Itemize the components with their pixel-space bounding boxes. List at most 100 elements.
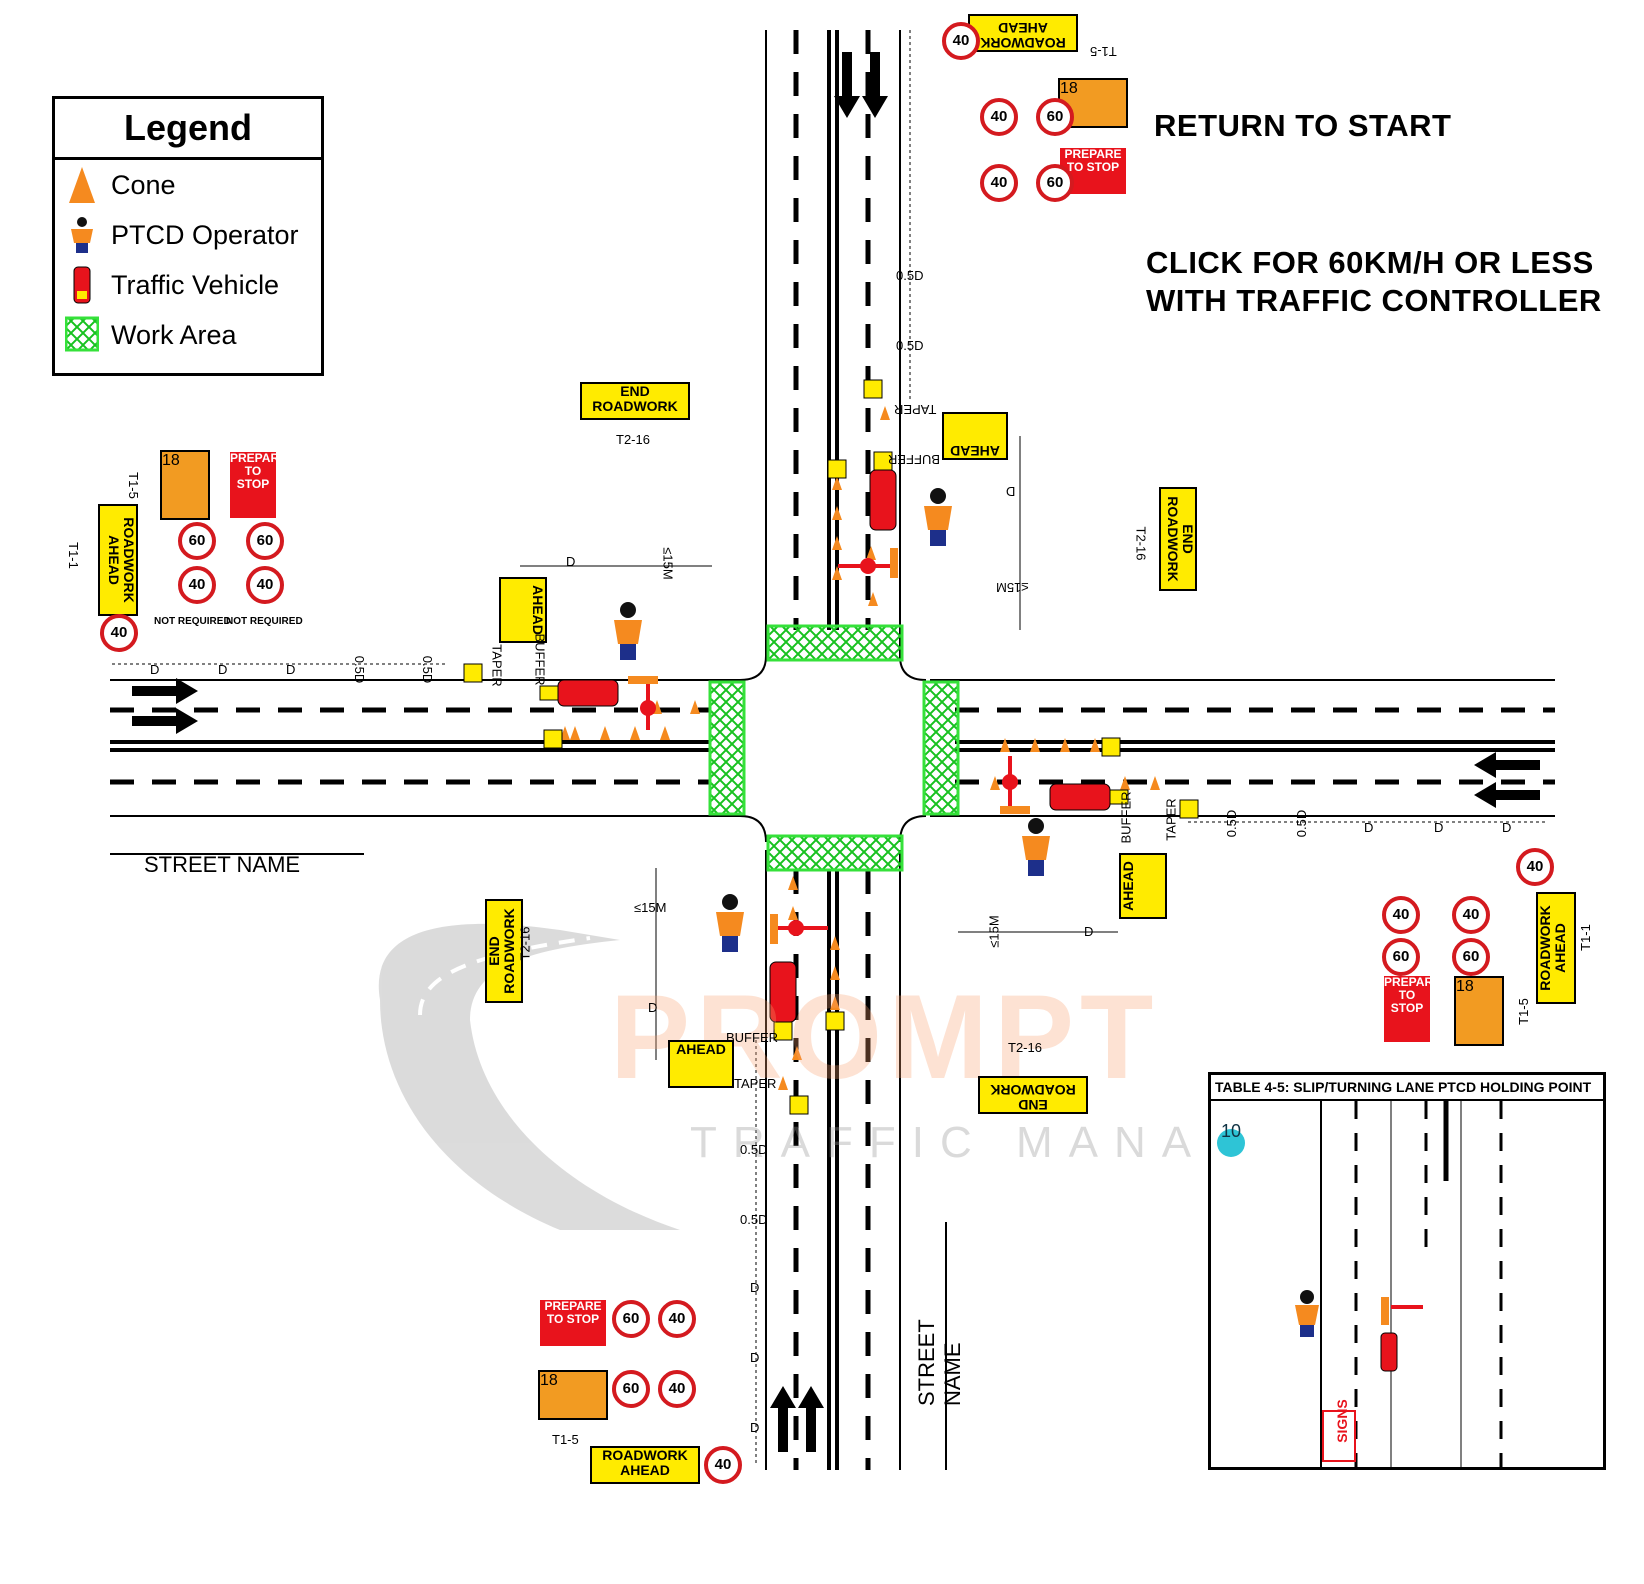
spacing-buffer: BUFFER (1118, 791, 1134, 844)
spacing-half-d: 0.5D (1224, 809, 1240, 838)
prepare-to-stop-sign-west: PREPARE TO STOP (230, 452, 287, 518)
traffic-vehicle-east (1049, 783, 1129, 811)
spacing-d: D (750, 1350, 760, 1365)
road-curve-graphic (378, 923, 680, 1230)
traffic-vehicle-icon (73, 266, 91, 304)
speed-40-sign: 40 (658, 1300, 696, 1338)
code-t1-5-north: T1-5 (1090, 44, 1117, 59)
inset-number: 10 (1220, 1121, 1242, 1141)
speed-60-sign: 60 (1036, 164, 1074, 202)
legend: Legend Cone PTCD Operator Traffic Vehicl… (52, 96, 324, 376)
speed-40-ahead-sign: 40 (942, 22, 980, 60)
speed-60-sign: 60 (1382, 938, 1420, 976)
worker-sign-number: 18 (1060, 80, 1078, 97)
work-area-west (708, 680, 746, 816)
legend-label: Cone (111, 169, 176, 200)
ptcd-operator-icon (71, 217, 93, 253)
return-to-start-link[interactable]: RETURN TO START (1154, 108, 1452, 143)
legend-item-traffic-vehicle: Traffic Vehicle (55, 260, 321, 310)
spacing-taper: TAPER (734, 1076, 777, 1091)
ptcd-operator-south (716, 894, 744, 952)
spacing-half-d: 0.5D (896, 268, 924, 283)
cone-icon (69, 167, 95, 203)
worker-sign-number: 18 (1456, 978, 1474, 995)
spacing-d: D (648, 1000, 658, 1015)
spacing-d: D (1364, 820, 1374, 835)
spacing-max15: ≤15M (986, 915, 1002, 948)
work-area-east (922, 680, 960, 816)
work-area-north (766, 624, 904, 662)
not-required-label: NOT REQUIRED (154, 616, 231, 627)
cones-north (832, 406, 890, 606)
code-t2-16-west: T2-16 (517, 926, 533, 961)
spacing-d: D (1006, 484, 1016, 499)
end-roadwork-sign-south: END ROADWORK (978, 1076, 1088, 1114)
spacing-max15: ≤15M (660, 547, 676, 580)
spacing-max15: ≤15M (996, 580, 1029, 595)
inset-number-badge (1217, 1129, 1245, 1157)
roadwork-ahead-sign-west: ROADWORK AHEAD (98, 504, 138, 616)
cones-east (990, 738, 1160, 790)
prepare-to-stop-sign-east: PREPARE TO STOP (1384, 976, 1441, 1042)
traffic-vehicle-west (539, 679, 619, 707)
legend-item-ptcd-operator: PTCD Operator (55, 210, 321, 260)
legend-label: Traffic Vehicle (111, 269, 280, 300)
traffic-vehicle-north (869, 451, 897, 531)
spacing-half-d: 0.5D (352, 655, 368, 684)
legend-item-work-area: Work Area (55, 310, 321, 360)
ptcd-operator-north (924, 488, 952, 546)
legend-title: Legend (55, 99, 321, 160)
speed-60-sign: 60 (178, 522, 216, 560)
speed-60-sign: 60 (1452, 938, 1490, 976)
ptcd-boom-south (770, 914, 828, 944)
spacing-d: D (750, 1280, 760, 1295)
spacing-buffer: BUFFER (726, 1030, 778, 1045)
speed-40-sign: 40 (1382, 896, 1420, 934)
code-t1-1-east: T1-1 (1577, 924, 1593, 951)
spacing-buffer: BUFFER (532, 633, 548, 686)
code-t1-5-south: T1-5 (552, 1432, 579, 1447)
speed-40-sign: 40 (980, 98, 1018, 136)
not-required-label: NOT REQUIRED (226, 616, 303, 627)
speed-60-sign: 60 (1036, 98, 1074, 136)
code-t1-5-east: T1-5 (1515, 998, 1531, 1025)
spacing-d: D (566, 554, 576, 569)
inset-table: TABLE 4-5: SLIP/TURNING LANE PTCD HOLDIN… (1208, 1072, 1606, 1470)
code-t1-5-west: T1-5 (125, 472, 141, 499)
prepare-to-stop-sign-south: PREPARE TO STOP (540, 1300, 606, 1346)
worker-sign-east: 18 (1454, 976, 1504, 1046)
work-area-south (766, 834, 904, 872)
spacing-taper: TAPER (1163, 798, 1179, 841)
worker-sign-number: 18 (162, 452, 180, 469)
stop-ahead-sign-south: AHEAD (668, 1040, 734, 1088)
work-area-icon (65, 316, 99, 352)
click-60-link[interactable]: CLICK FOR 60KM/H OR LESS WITH TRAFFIC CO… (1146, 244, 1602, 320)
spacing-max15: ≤15M (634, 900, 667, 915)
speed-40-sign: 40 (1452, 896, 1490, 934)
spacing-d: D (286, 662, 296, 677)
speed-60-sign: 60 (612, 1300, 650, 1338)
spacing-taper: TAPER (894, 402, 937, 417)
speed-40-sign: 40 (658, 1370, 696, 1408)
ptcd-boom-west (628, 676, 658, 730)
ptcd-operator-east (1022, 818, 1050, 876)
roadwork-ahead-sign-south: ROADWORK AHEAD (590, 1446, 700, 1484)
cones-south (778, 876, 840, 1090)
spacing-buffer: BUFFER (888, 452, 940, 467)
speed-40-ahead-sign: 40 (100, 614, 138, 652)
legend-label: PTCD Operator (111, 219, 299, 250)
street-name-vertical: STREET NAME (914, 1319, 965, 1406)
stop-ahead-sign-north: AHEAD (942, 412, 1008, 460)
arrow-south-up (770, 1386, 824, 1452)
worker-sign-west: 18 (160, 450, 210, 520)
spacing-d: D (1502, 820, 1512, 835)
end-roadwork-sign-north: END ROADWORK (580, 382, 690, 420)
inset-diagram (1217, 1101, 1503, 1467)
arrow-north-down (834, 52, 888, 118)
speed-40-ahead-sign: 40 (704, 1446, 742, 1484)
spacing-d: D (1084, 924, 1094, 939)
inset-title: TABLE 4-5: SLIP/TURNING LANE PTCD HOLDIN… (1211, 1075, 1603, 1101)
spacing-d: D (1434, 820, 1444, 835)
code-t2-16-north: T2-16 (616, 432, 650, 447)
